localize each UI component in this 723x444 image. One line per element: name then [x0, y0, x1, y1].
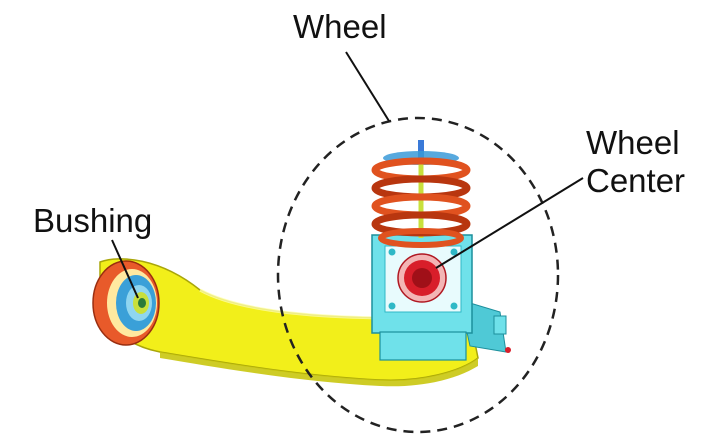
wheel-label: Wheel: [293, 8, 387, 45]
bushing: [92, 260, 160, 346]
wheel-center-label-text: Wheel Center: [586, 124, 686, 199]
bushing-leader-line: [111, 239, 139, 299]
wheel-leader-line: [345, 51, 390, 122]
knuckle: [371, 234, 511, 361]
bushing-label: Bushing: [33, 202, 153, 239]
wheel-hub: [397, 253, 447, 303]
wheel-center-leader-line: [435, 177, 584, 269]
wheel-envelope-circle: [276, 116, 560, 434]
wheel-center-label: Wheel Center: [586, 124, 686, 200]
coil-spring: [371, 140, 471, 248]
